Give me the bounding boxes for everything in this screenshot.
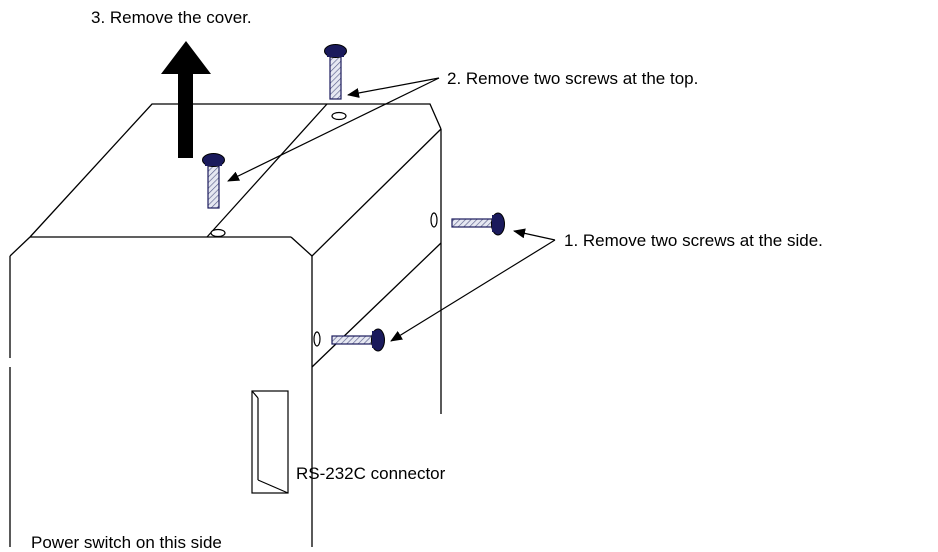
front-panel-left-top-edge bbox=[9, 236, 31, 257]
leader-step1-lower bbox=[390, 239, 556, 342]
leader-step2-lower bbox=[227, 77, 440, 182]
top-bevel-edge bbox=[290, 236, 313, 257]
label-power-switch: Power switch on this side bbox=[31, 533, 222, 552]
screw-hole-side-lower bbox=[313, 331, 321, 347]
label-step2: 2. Remove two screws at the top. bbox=[447, 69, 698, 88]
screw-hole-top-back bbox=[331, 111, 347, 121]
top-ridge-edge bbox=[206, 103, 328, 238]
label-connector: RS-232C connector bbox=[296, 464, 446, 483]
enclosure bbox=[9, 103, 442, 547]
rs232c-connector bbox=[251, 390, 289, 494]
label-step1: 1. Remove two screws at the side. bbox=[564, 231, 823, 250]
screw-hole-top-front bbox=[210, 228, 226, 238]
leader-lines bbox=[227, 77, 556, 342]
connector-outer bbox=[251, 390, 289, 494]
connector-inner-top bbox=[251, 390, 259, 399]
connector-inner-bottom bbox=[257, 479, 289, 494]
top-side-edge bbox=[311, 128, 442, 257]
leader-step2-upper bbox=[347, 77, 440, 98]
side-panel-diagonal-edge bbox=[311, 242, 442, 368]
label-step3: 3. Remove the cover. bbox=[91, 8, 252, 27]
screw-holes bbox=[210, 111, 438, 347]
screw-icon bbox=[324, 44, 347, 100]
screw-icon bbox=[451, 212, 505, 236]
leader-step1-upper bbox=[513, 228, 556, 241]
up-arrow-icon bbox=[161, 41, 211, 158]
screw-icon bbox=[202, 153, 225, 209]
screw-hole-side-upper bbox=[430, 212, 438, 228]
screw-icon bbox=[331, 328, 385, 352]
top-panel-outline bbox=[29, 103, 442, 238]
